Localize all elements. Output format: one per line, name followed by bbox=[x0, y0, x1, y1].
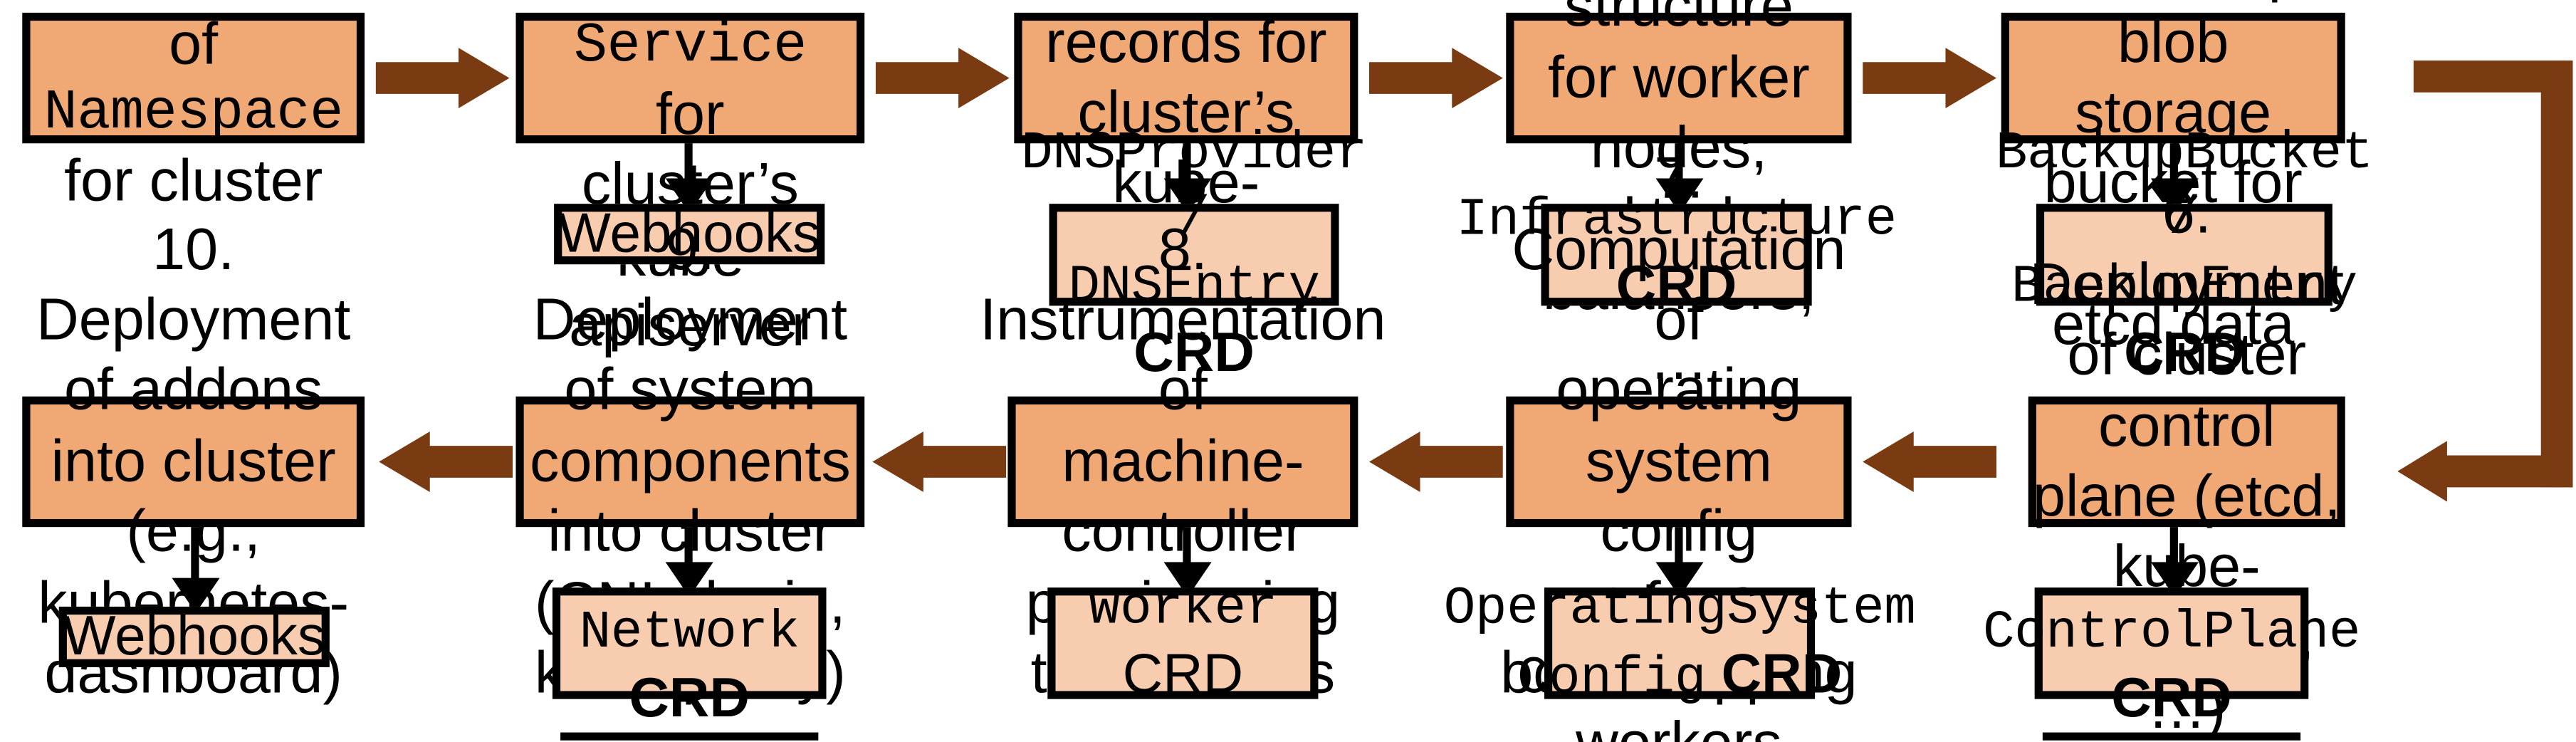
crd-suffix: CRD bbox=[1133, 321, 1255, 384]
sub-box-backup-crd[interactable]: BackupBucket / BackupEntry CRD bbox=[1996, 123, 2373, 384]
sub-box-webhooks-2[interactable]: Webhooks bbox=[554, 202, 825, 265]
step-1-line-2: Namespace bbox=[43, 81, 343, 145]
step-box-6[interactable]: 6. Deployment of cluster control plane (… bbox=[2028, 181, 2345, 741]
step-5-line-1: 5. Preparation of backup bbox=[2021, 0, 2325, 7]
sub-box-dns-crd[interactable]: DNSProvider / DNSEntry CRD bbox=[1021, 123, 1367, 384]
backup-crd-line-1: BackupBucket / bbox=[1995, 122, 2373, 249]
sub-box-network-stack[interactable]: Network CRD Webhooks bbox=[552, 587, 827, 742]
dns-crd-line-1: DNSProvider / bbox=[1021, 122, 1367, 249]
step-box-10[interactable]: 10. Deployment of addons into cluster (e… bbox=[22, 216, 365, 706]
drop-line-4 bbox=[1675, 143, 1683, 188]
webhooks-label: Webhooks bbox=[558, 202, 821, 264]
dns-crd-line-2: DNSEntry CRD bbox=[1068, 256, 1320, 384]
infra-crd-line-1: Infrastructure bbox=[1456, 189, 1897, 251]
controlplane-webhooks-cell: Webhooks bbox=[2041, 732, 2303, 742]
drop-line-7 bbox=[1675, 527, 1683, 572]
flow-arrow-4-to-5 bbox=[1863, 48, 1997, 109]
drop-line-9 bbox=[684, 527, 693, 572]
flow-arrow-3-to-4 bbox=[1369, 48, 1503, 109]
osc-crd-line-2: Config CRD bbox=[1517, 642, 1843, 708]
step-6-line-2: control plane (etcd, bbox=[2033, 392, 2341, 529]
controlplane-crd-cell: ControlPlane CRD bbox=[1982, 602, 2361, 729]
step-7-line-1: 7. Computation of bbox=[1512, 145, 1846, 352]
step-box-5[interactable]: 5. Preparation of backup blob storage bu… bbox=[2001, 0, 2345, 357]
worker-crd-line-2: CRD bbox=[1122, 643, 1244, 706]
flow-arrow-6-to-7 bbox=[1863, 431, 1997, 492]
step-box-8[interactable]: 8. Instrumentation of machine-controller… bbox=[980, 216, 1386, 705]
step-box-4[interactable]: 4. Preparation of infra- structure for w… bbox=[1506, 0, 1852, 392]
drop-line-2 bbox=[684, 143, 693, 188]
flow-arrow-8-to-9 bbox=[872, 431, 1007, 492]
worker-crd-line-1: Worker bbox=[1088, 578, 1277, 639]
step-box-2[interactable]: 2. Creation of load balancer Service for… bbox=[515, 0, 865, 358]
drop-line-3 bbox=[1183, 143, 1191, 188]
step-1-line-3: for cluster bbox=[64, 148, 323, 214]
flow-arrow-1-to-2 bbox=[375, 48, 510, 109]
osc-crd-line-1: OperatingSystem bbox=[1443, 578, 1916, 639]
flow-arrow-7-to-8 bbox=[1369, 431, 1503, 492]
sub-box-worker-crd[interactable]: Worker CRD bbox=[1047, 579, 1319, 705]
step-2-line-2: balancer Service for bbox=[573, 0, 807, 147]
drop-line-8 bbox=[1183, 527, 1191, 572]
k8s-resource-service: Service bbox=[573, 14, 807, 78]
webhooks-label: Webhooks bbox=[63, 604, 325, 667]
step-8-line-1: 8. Instrumentation of bbox=[980, 216, 1386, 423]
step-box-1[interactable]: 1. Creation of Namespace for cluster bbox=[22, 0, 365, 214]
sub-box-operatingsystemconfig-crd[interactable]: OperatingSystem Config CRD bbox=[1444, 578, 1916, 708]
step-3-line-2: records for cluster’s bbox=[1045, 9, 1327, 145]
crd-suffix: CRD bbox=[1721, 642, 1843, 705]
crd-suffix: CRD bbox=[2111, 667, 2232, 729]
step-6-line-1: 6. Deployment of cluster bbox=[2029, 180, 2344, 387]
step-1-line-1: 1. Creation of bbox=[49, 0, 337, 76]
step-10-line-1: 10. Deployment of addons bbox=[36, 216, 351, 423]
step-3-line-1: 3. Creation of DNS bbox=[1035, 0, 1337, 7]
infra-crd-line-2: CRD bbox=[1616, 254, 1737, 317]
drop-line-6 bbox=[2169, 527, 2178, 572]
step-box-9[interactable]: 9. Deployment of system components into … bbox=[515, 216, 865, 706]
sub-box-controlplane-stack[interactable]: ControlPlane CRD Webhooks bbox=[1983, 587, 2360, 742]
flow-arrow-5-to-6-elbow bbox=[2397, 60, 2573, 502]
step-box-3[interactable]: 3. Creation of DNS records for cluster’s… bbox=[1014, 0, 1358, 286]
sub-box-webhooks-10[interactable]: Webhooks bbox=[58, 605, 330, 667]
crd-suffix: CRD bbox=[629, 667, 750, 729]
step-7-line-2: operating system config bbox=[1556, 357, 1802, 564]
network-crd-cell: Network CRD bbox=[579, 602, 800, 729]
step-box-7[interactable]: 7. Computation of operating system confi… bbox=[1500, 145, 1857, 742]
flow-arrow-9-to-10 bbox=[379, 431, 513, 492]
step-9-line-1: 9. Deployment of system bbox=[533, 216, 848, 423]
network-webhooks-cell: Webhooks bbox=[558, 732, 820, 742]
drop-line-10 bbox=[191, 527, 199, 588]
sub-box-infrastructure-crd[interactable]: Infrastructure CRD bbox=[1456, 190, 1897, 317]
drop-line-5 bbox=[2169, 143, 2178, 188]
crd-suffix: CRD bbox=[2124, 321, 2245, 384]
backup-crd-line-2: BackupEntry CRD bbox=[2011, 256, 2357, 384]
step-4-line-2: structure for worker bbox=[1548, 0, 1810, 110]
flow-arrow-2-to-3 bbox=[875, 48, 1010, 109]
